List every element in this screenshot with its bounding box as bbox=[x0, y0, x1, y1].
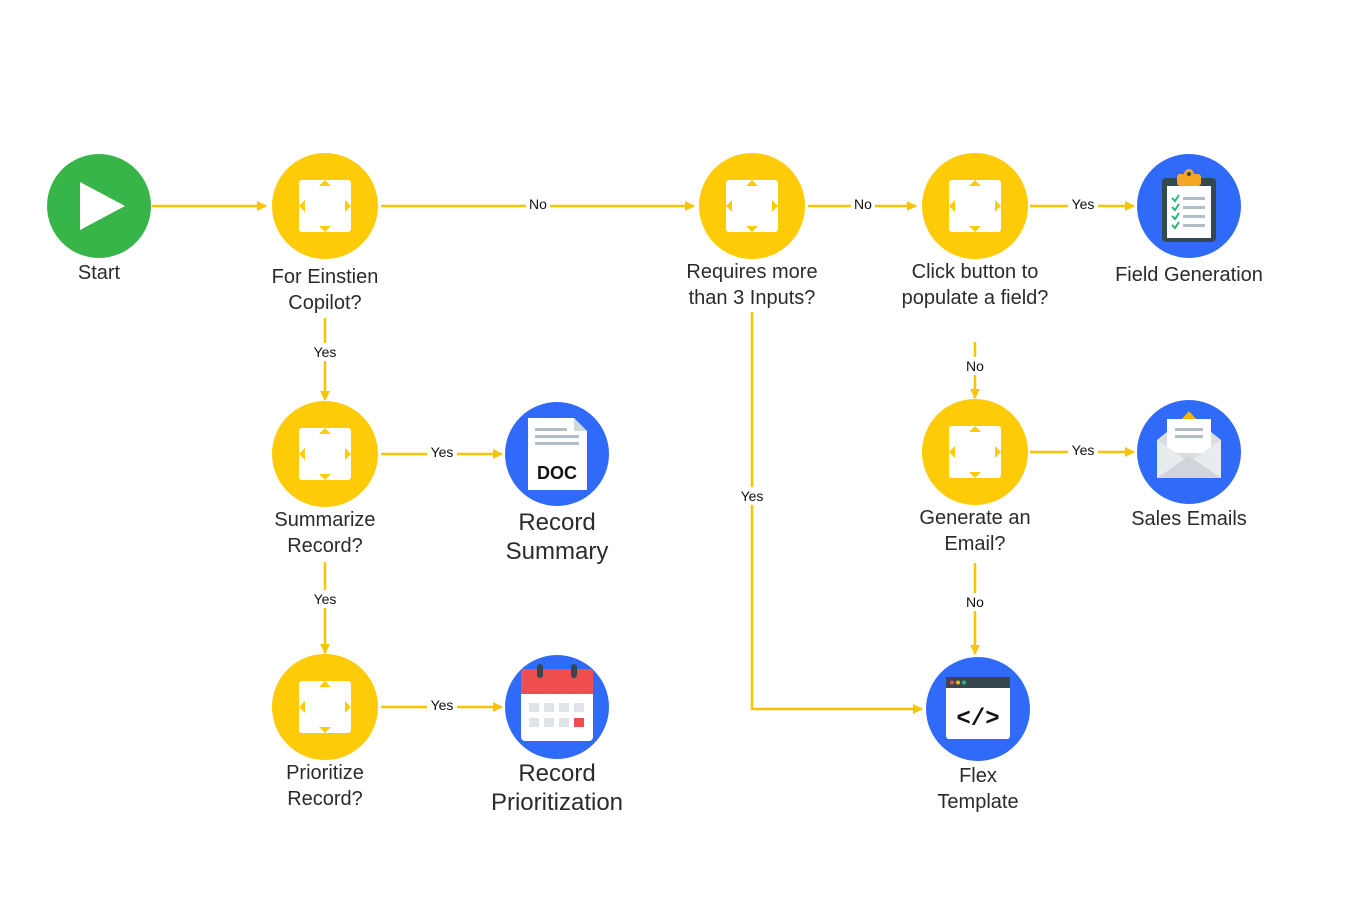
prioritize-label-line2: Record? bbox=[287, 788, 363, 810]
decision-icon bbox=[299, 681, 351, 733]
summarize-label-line2: Record? bbox=[287, 535, 363, 557]
outcome-node-record-summary[interactable]: DOC Record Summary bbox=[505, 402, 609, 565]
edge-label-einstein-inputs: No bbox=[529, 196, 547, 212]
outcome-node-field-generation[interactable]: Field Generation bbox=[1115, 154, 1263, 286]
decision-icon bbox=[299, 428, 351, 480]
flex-label-line2: Template bbox=[937, 791, 1018, 813]
record-prioritization-label-line1: Record bbox=[518, 760, 595, 787]
outcome-node-flex-template[interactable]: </> Flex Template bbox=[926, 657, 1030, 813]
edge-labels: No No Yes Yes Yes Yes Yes No Yes No Yes bbox=[310, 196, 1098, 715]
inputs-label-line1: Requires more bbox=[686, 261, 817, 283]
code-icon-text: </> bbox=[956, 706, 999, 733]
record-prioritization-label-line2: Prioritization bbox=[491, 789, 623, 816]
summarize-label-line1: Summarize bbox=[274, 509, 375, 531]
email-label-line2: Email? bbox=[944, 533, 1005, 555]
decision-icon bbox=[726, 180, 778, 232]
button-label-line2: populate a field? bbox=[902, 287, 1049, 309]
field-generation-label: Field Generation bbox=[1115, 264, 1263, 286]
edge-label-button-email: No bbox=[966, 358, 984, 374]
start-node[interactable]: Start bbox=[47, 154, 151, 284]
edge-label-einstein-summarize: Yes bbox=[314, 344, 337, 360]
decision-icon bbox=[949, 180, 1001, 232]
sales-emails-label: Sales Emails bbox=[1131, 508, 1247, 530]
edge-label-button-field: Yes bbox=[1072, 196, 1095, 212]
prioritize-label-line1: Prioritize bbox=[286, 762, 364, 784]
inputs-label-line2: than 3 Inputs? bbox=[689, 287, 816, 309]
edge-label-email-flex: No bbox=[966, 594, 984, 610]
decision-icon bbox=[949, 426, 1001, 478]
edge-label-summarize-prioritize: Yes bbox=[314, 591, 337, 607]
edge-label-inputs-flex: Yes bbox=[741, 488, 764, 504]
decision-node-einstein[interactable]: For Einstien Copilot? bbox=[272, 153, 379, 314]
clipboard-icon bbox=[1162, 169, 1216, 242]
play-icon bbox=[80, 182, 125, 230]
outcome-node-record-prioritization[interactable]: Record Prioritization bbox=[491, 655, 623, 816]
record-summary-label-line2: Summary bbox=[506, 538, 609, 565]
calendar-icon bbox=[521, 664, 593, 741]
decision-node-inputs[interactable]: Requires more than 3 Inputs? bbox=[686, 153, 818, 309]
einstein-label-line2: Copilot? bbox=[288, 292, 361, 314]
decision-node-email[interactable]: Generate an Email? bbox=[919, 399, 1031, 555]
decision-node-button[interactable]: Click button to populate a field? bbox=[902, 153, 1049, 309]
button-label-line1: Click button to bbox=[912, 261, 1039, 283]
record-summary-label-line1: Record bbox=[518, 509, 595, 536]
doc-icon: DOC bbox=[528, 418, 587, 490]
code-icon: </> bbox=[946, 677, 1010, 739]
edge-inputs-flex bbox=[750, 312, 923, 714]
einstein-label-line1: For Einstien bbox=[272, 266, 379, 288]
flex-label-line1: Flex bbox=[959, 765, 997, 787]
doc-icon-text: DOC bbox=[537, 463, 577, 483]
outcome-node-sales-emails[interactable]: Sales Emails bbox=[1131, 400, 1247, 530]
edge-label-inputs-button: No bbox=[854, 196, 872, 212]
edge-label-prioritize-prior: Yes bbox=[431, 697, 454, 713]
decision-node-prioritize[interactable]: Prioritize Record? bbox=[272, 654, 378, 810]
email-label-line1: Generate an bbox=[919, 507, 1030, 529]
decision-icon bbox=[299, 180, 351, 232]
envelope-icon bbox=[1157, 411, 1221, 478]
start-label: Start bbox=[78, 262, 121, 284]
decision-node-summarize[interactable]: Summarize Record? bbox=[272, 401, 378, 557]
edge-label-summarize-summary: Yes bbox=[431, 444, 454, 460]
edge-label-email-sales: Yes bbox=[1072, 442, 1095, 458]
